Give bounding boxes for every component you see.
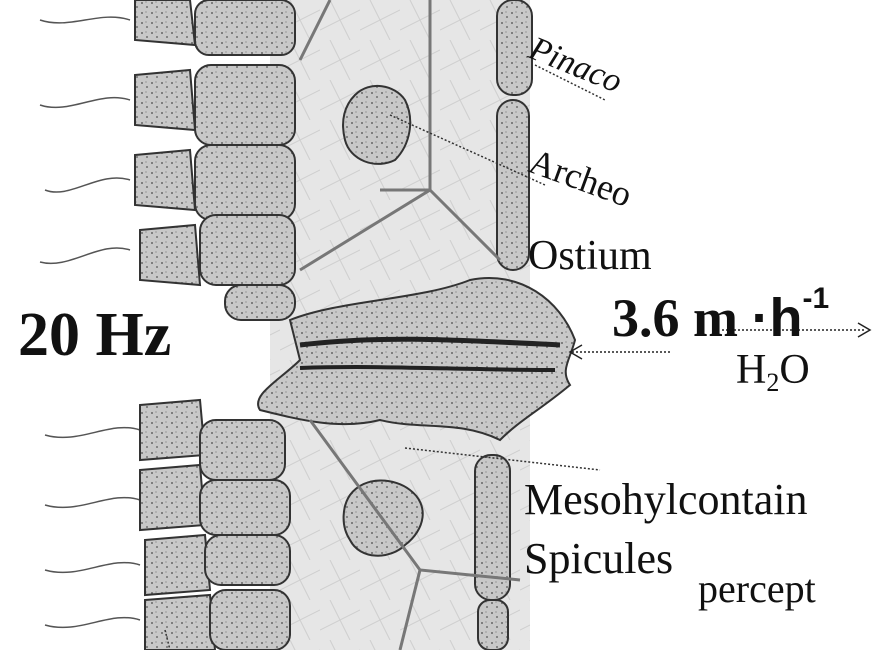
- flow-rate-label: 3.6 m ·h-1: [612, 282, 829, 349]
- frequency-label: 20 Hz: [18, 300, 171, 371]
- archeocyte-cell: [343, 86, 410, 164]
- flow-dot: ·: [751, 288, 769, 348]
- water-sub: 2: [766, 368, 779, 397]
- flow-unit-h: h: [769, 288, 802, 348]
- water-label: H2O: [736, 346, 810, 398]
- flow-exponent: -1: [802, 282, 829, 315]
- water-h: H: [736, 347, 766, 393]
- mesohyl-label: Mesohylcontain: [524, 474, 808, 525]
- percept-label: percept: [698, 565, 816, 612]
- choanocytes-upper: [135, 0, 295, 320]
- spicules-label: Spicules: [524, 533, 673, 584]
- choanocytes-lower: [140, 400, 290, 650]
- water-o: O: [779, 347, 809, 393]
- flow-value: 3.6 m: [612, 288, 738, 348]
- ostium-label: Ostium: [528, 232, 652, 280]
